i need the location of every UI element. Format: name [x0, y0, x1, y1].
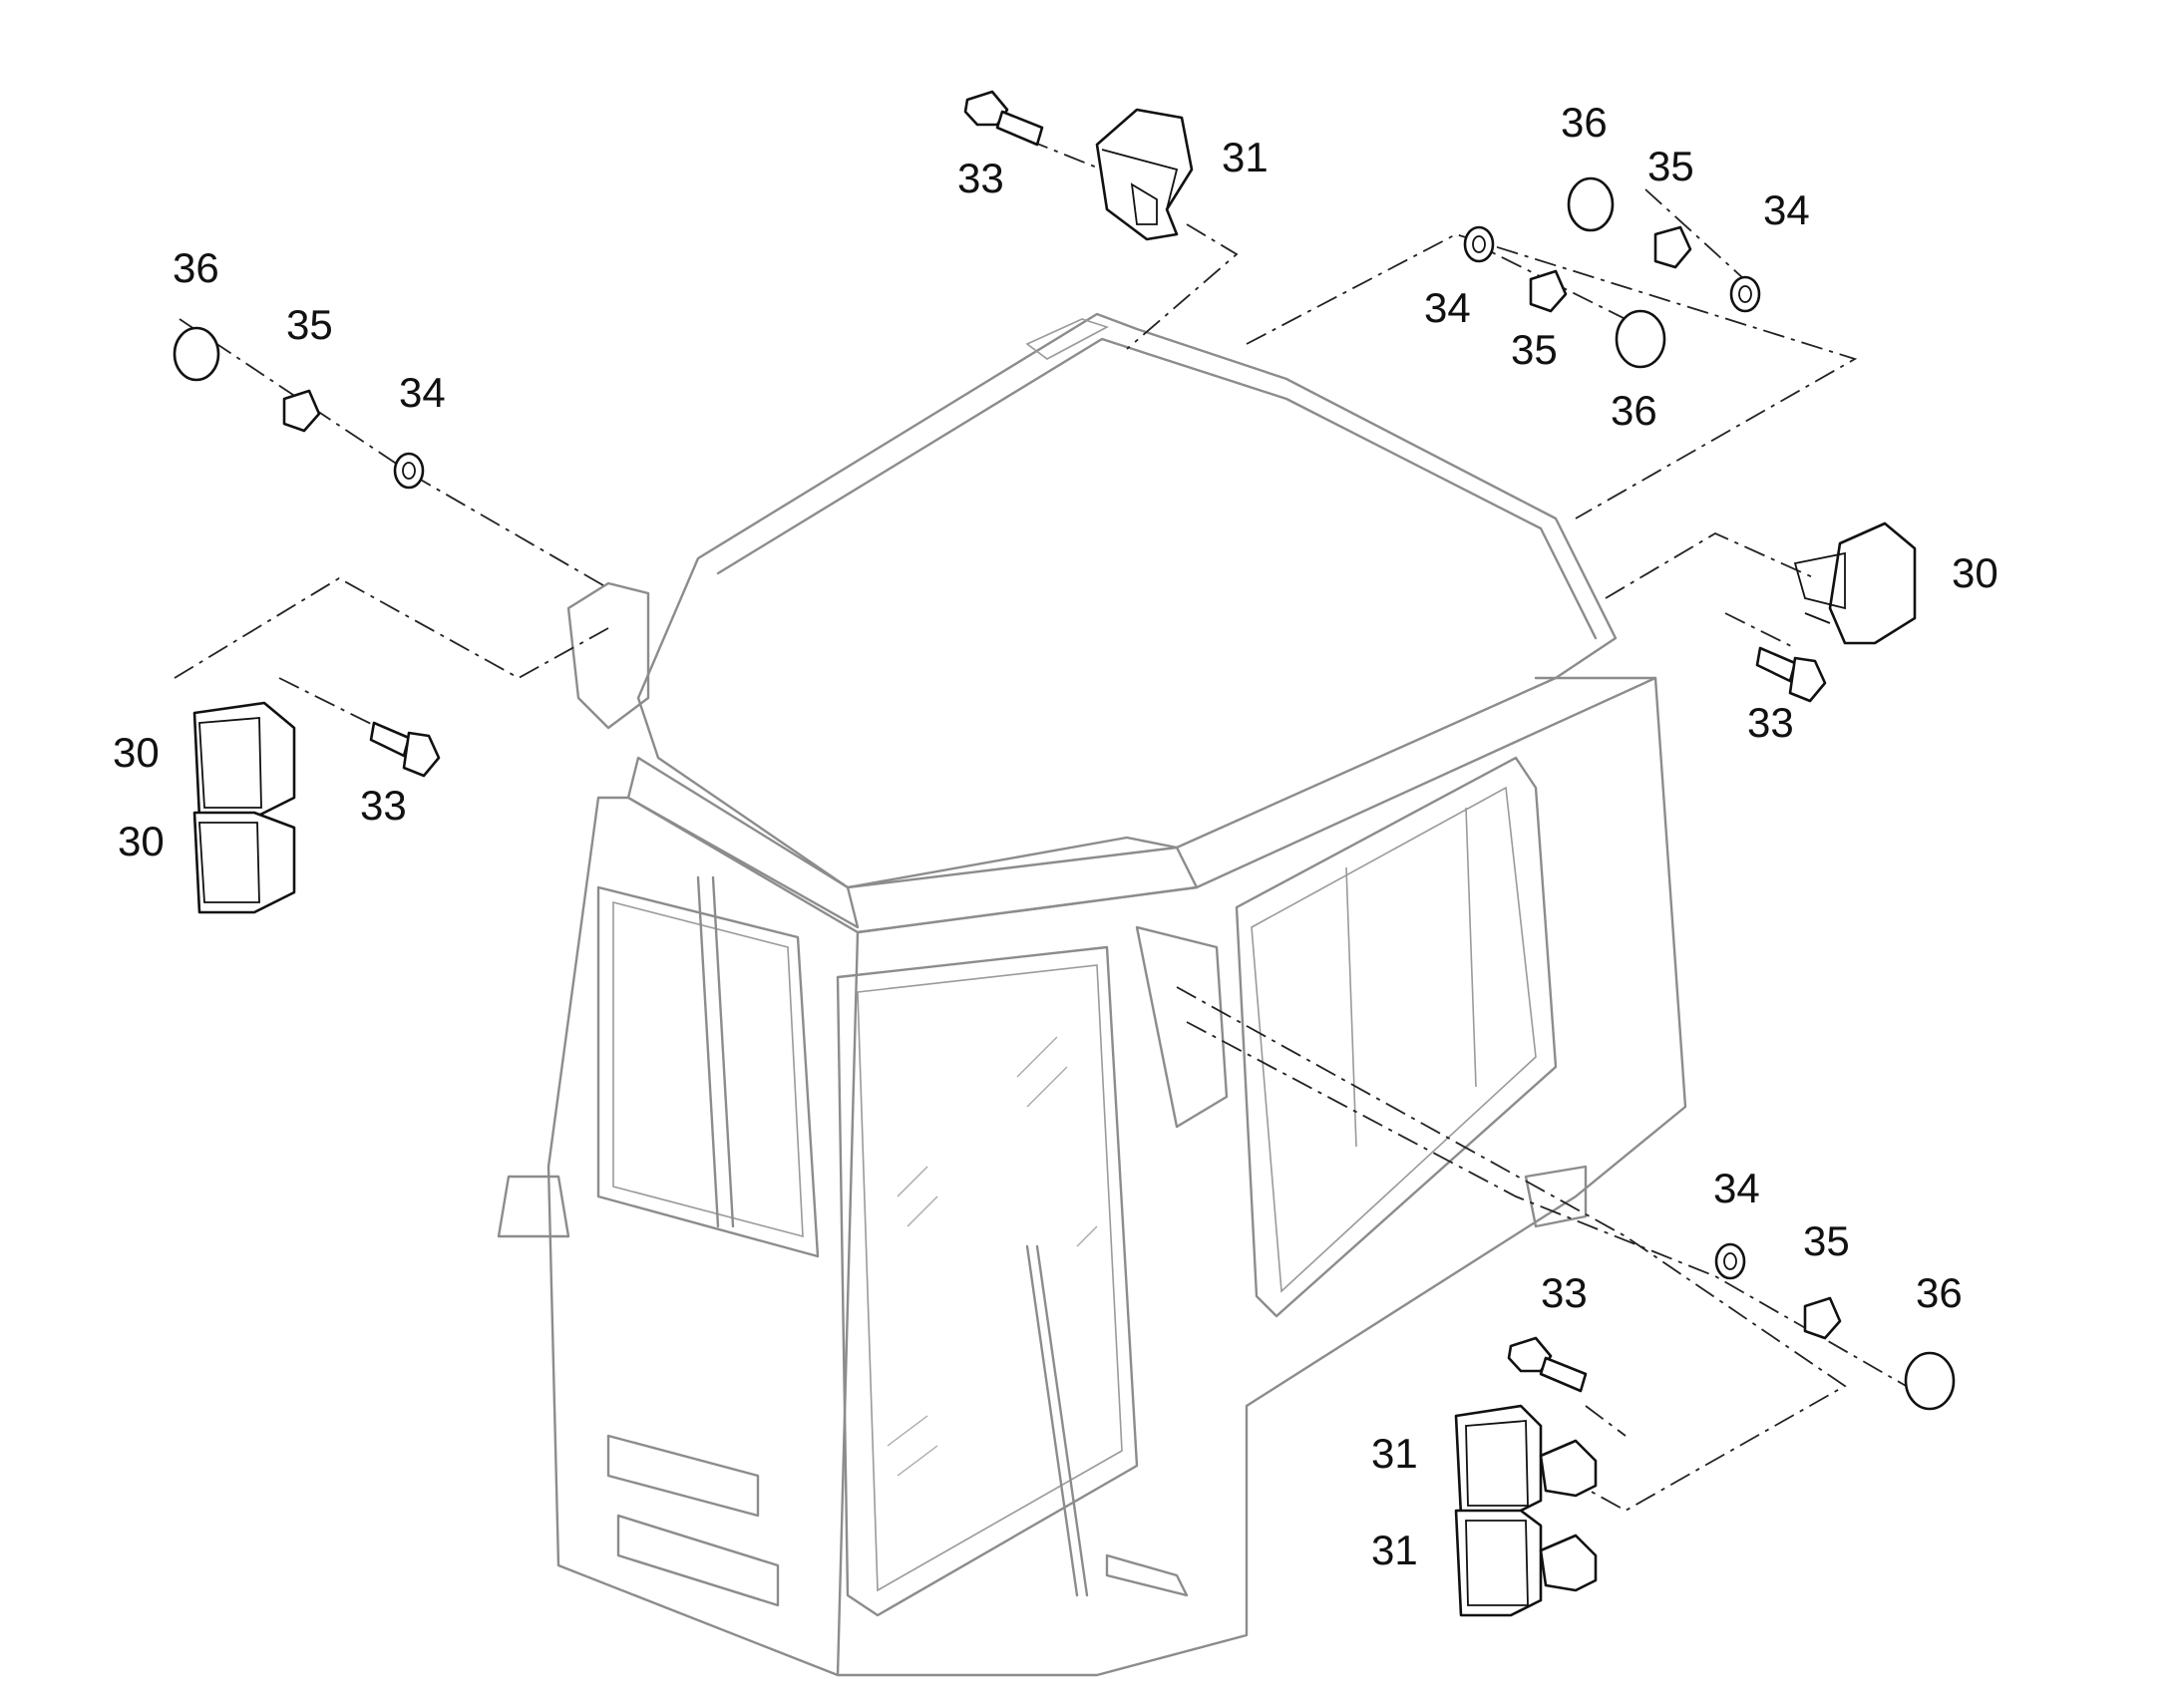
lamp-30-left-lower	[192, 811, 296, 914]
callout-35: 35	[1647, 143, 1694, 189]
bolt-33-left	[369, 721, 441, 778]
lamp-30-left-upper	[192, 701, 296, 820]
bolt-33-right	[1755, 646, 1827, 703]
callout-31: 31	[1371, 1527, 1418, 1573]
lamp-31-bottom-lower	[1454, 1509, 1598, 1617]
callout-34: 34	[1763, 186, 1810, 233]
callout-34: 34	[399, 369, 446, 416]
callout-33: 33	[1541, 1269, 1588, 1316]
leader-lines	[174, 139, 1916, 1513]
callout-34: 34	[1424, 284, 1471, 331]
callout-35: 35	[1511, 326, 1558, 373]
hardware-bottom-right	[1714, 1242, 1956, 1411]
callout-30: 30	[118, 818, 165, 864]
callout-33: 33	[1747, 699, 1794, 746]
callout-33: 33	[957, 155, 1004, 201]
bolt-33-bottom	[1507, 1336, 1588, 1393]
lamp-30-right	[1793, 521, 1917, 645]
callout-36: 36	[1611, 387, 1657, 434]
bolt-33-top	[963, 90, 1044, 147]
cab-body	[497, 312, 1687, 1677]
callout-labels: 31 33 36 35 34 34 35 36 36 35 34 30 33 3…	[113, 99, 1998, 1573]
callout-35: 35	[286, 301, 333, 348]
callout-31: 31	[1222, 134, 1269, 180]
callout-36: 36	[1916, 1269, 1963, 1316]
hardware-top-left	[173, 326, 425, 490]
hardware-top-right	[1463, 176, 1761, 369]
callout-30: 30	[113, 729, 160, 776]
callout-36: 36	[173, 244, 219, 291]
callout-35: 35	[1803, 1217, 1850, 1264]
callout-34: 34	[1713, 1165, 1760, 1211]
callout-30: 30	[1952, 549, 1998, 596]
callout-31: 31	[1371, 1430, 1418, 1477]
callout-33: 33	[360, 782, 407, 829]
callout-36: 36	[1561, 99, 1608, 146]
lamp-31-top	[1095, 108, 1194, 241]
lamp-31-bottom-upper	[1454, 1404, 1598, 1518]
